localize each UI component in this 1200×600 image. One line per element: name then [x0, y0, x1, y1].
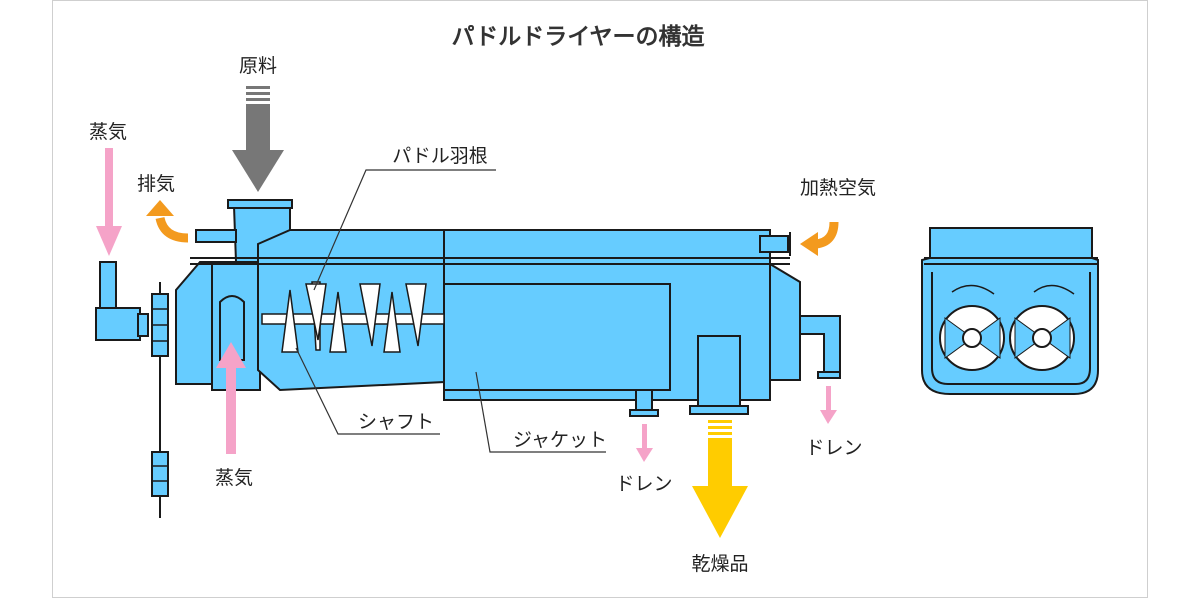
label-shaft: シャフト	[358, 411, 434, 433]
drain-center-arrow	[636, 424, 653, 462]
label-drain-right: ドレン	[805, 437, 862, 459]
label-dried-product: 乾燥品	[691, 553, 748, 575]
exhaust-arrow	[155, 216, 189, 243]
label-drain-center: ドレン	[615, 473, 672, 495]
label-steam-bottom: 蒸気	[215, 467, 253, 489]
label-exhaust: 排気	[137, 173, 175, 195]
raw-material-arrow	[232, 86, 284, 192]
drain-right-arrow	[820, 386, 837, 424]
diagram-title: パドルドライヤーの構造	[452, 24, 706, 50]
leader-lines	[295, 169, 606, 453]
cross-section-view	[921, 227, 1099, 395]
steam-left-arrow	[96, 148, 122, 256]
inspection-window	[219, 295, 245, 361]
dried-product-arrow	[692, 420, 748, 538]
label-steam-left: 蒸気	[89, 121, 127, 143]
heated-air-arrow	[815, 221, 839, 249]
steam-bottom-arrow	[216, 342, 246, 454]
label-jacket: ジャケット	[513, 429, 607, 451]
left-steam-piping	[95, 261, 149, 341]
label-paddle-blade: パドル羽根	[392, 145, 488, 167]
left-rail	[151, 282, 169, 518]
paddle-blades	[281, 281, 427, 353]
shaft	[261, 313, 445, 325]
label-heated-air: 加熱空気	[800, 177, 876, 199]
dryer-body	[175, 199, 841, 417]
label-raw-material: 原料	[239, 55, 277, 77]
